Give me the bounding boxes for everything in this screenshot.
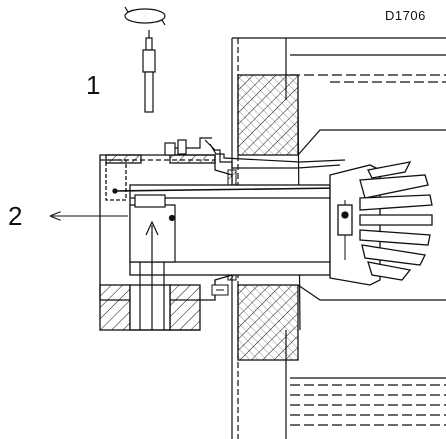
- gas-pipe: [164, 137, 346, 169]
- drawing-code: D1706: [385, 8, 426, 23]
- boiler-wall: [231, 37, 446, 439]
- fixing-screw: [211, 284, 229, 296]
- rotate-arrows-icon: [124, 6, 166, 26]
- air-inlet: [129, 194, 176, 330]
- ignition-electrode: [142, 30, 156, 113]
- callout-label-1: 1: [86, 70, 101, 100]
- callout-label-2: 2: [8, 201, 23, 231]
